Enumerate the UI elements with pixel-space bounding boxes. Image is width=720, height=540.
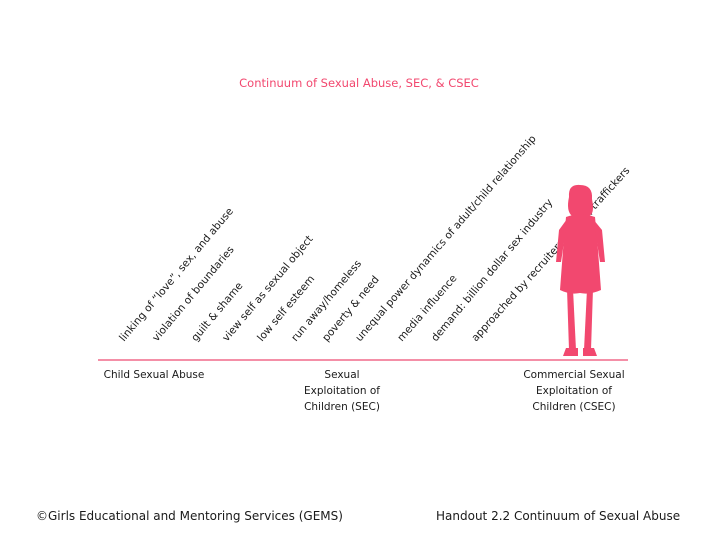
footer-handout-title: Handout 2.2 Continuum of Sexual Abuse (436, 509, 681, 523)
factor-labels: linking of “love”, sex, and abuse violat… (117, 133, 632, 344)
stage-label-sec: Sexual Exploitation of Children (SEC) (304, 369, 380, 413)
standing-girl-silhouette-icon (556, 184, 605, 356)
stage-label-csec: Commercial Sexual Exploitation of Childr… (523, 369, 625, 413)
footer-credit: ©Girls Educational and Mentoring Service… (36, 509, 343, 523)
stage-label-child-sexual-abuse: Child Sexual Abuse (103, 369, 205, 381)
factor-label-6: poverty & need (320, 274, 382, 344)
diagram-title: Continuum of Sexual Abuse, SEC, & CSEC (239, 76, 479, 90)
